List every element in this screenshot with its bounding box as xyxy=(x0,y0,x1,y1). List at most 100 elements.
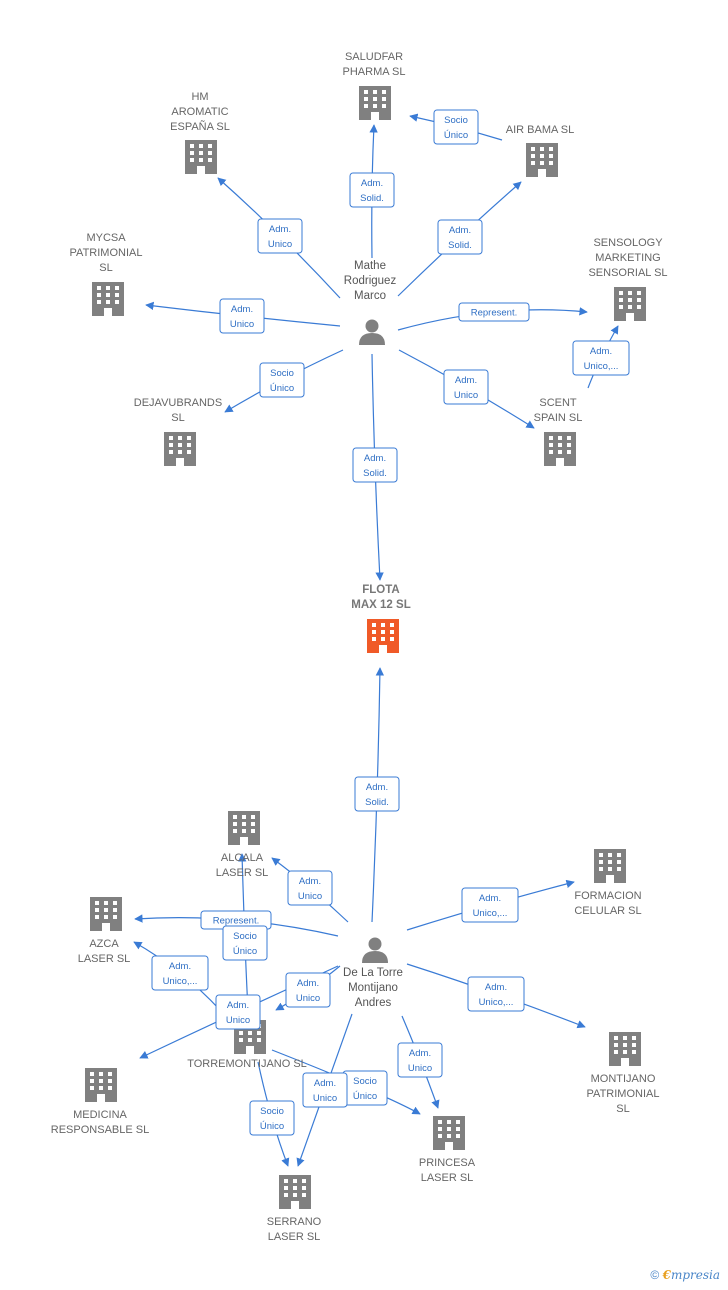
building-icon xyxy=(526,143,558,177)
role-text: Unico xyxy=(454,390,478,401)
role-label-delatorre-to-formacion[interactable]: Adm.Unico,... xyxy=(461,887,519,923)
role-label-scent-to-sensology[interactable]: Adm.Unico,... xyxy=(572,340,630,376)
node-medicina[interactable]: MEDICINA RESPONSABLE SL xyxy=(51,1068,149,1136)
node-label-sensology: SENSOLOGY xyxy=(593,237,663,249)
role-text: Adm. xyxy=(479,893,501,904)
role-text: Único xyxy=(353,1091,377,1102)
node-label-medicina: MEDICINA xyxy=(73,1109,127,1121)
node-label-alcala: LASER SL xyxy=(216,867,269,879)
node-label-airbama: AIR BAMA SL xyxy=(506,124,574,136)
role-label-delatorre-to-princesa[interactable]: Adm. Unico xyxy=(397,1042,443,1078)
node-label-dejavu: SL xyxy=(171,412,184,424)
role-text: Adm. xyxy=(314,1078,336,1089)
node-label-flota: FLOTA xyxy=(362,584,399,596)
role-text: Solid. xyxy=(363,468,387,479)
role-text: Adm. xyxy=(299,876,321,887)
building-icon xyxy=(433,1116,465,1150)
role-text: Represent. xyxy=(213,916,259,927)
role-text: Socio xyxy=(444,115,468,126)
role-label-mathe-to-scent[interactable]: Adm. Unico xyxy=(443,369,489,405)
building-icon xyxy=(228,811,260,845)
node-label-sensology: SENSORIAL SL xyxy=(588,267,667,279)
node-label-mycsa: MYCSA xyxy=(86,232,126,244)
role-label-mathe-to-sensology[interactable]: Represent. xyxy=(458,302,530,322)
node-airbama[interactable]: AIR BAMA SL xyxy=(506,124,574,177)
node-label-formacion: CELULAR SL xyxy=(574,905,641,917)
node-label-mathe: Mathe xyxy=(354,260,386,272)
building-icon xyxy=(90,897,122,931)
person-icon xyxy=(359,319,385,345)
role-text: Unico,... xyxy=(479,997,514,1008)
role-label-mathe-to-saludfar[interactable]: Adm.Solid. xyxy=(349,172,395,208)
node-label-medicina: RESPONSABLE SL xyxy=(51,1124,149,1136)
node-label-mathe: Rodriguez xyxy=(344,275,397,287)
role-label-mathe-to-mycsa[interactable]: Adm.Unico xyxy=(219,298,265,334)
role-text: Único xyxy=(260,1121,284,1132)
role-text: Unico xyxy=(408,1063,432,1074)
role-text: Represent. xyxy=(471,308,517,319)
node-torremontijano[interactable]: TORREMONTIJANO SL xyxy=(187,1020,307,1070)
building-icon xyxy=(279,1175,311,1209)
node-label-montijano: MONTIJANO xyxy=(591,1073,656,1085)
role-text: Unico xyxy=(298,891,322,902)
role-text: Adm. xyxy=(361,178,383,189)
building-icon xyxy=(85,1068,117,1102)
role-label-delatorre-to-medicina[interactable]: Adm.Unico xyxy=(215,994,261,1030)
role-label-delatorre-to-serrano[interactable]: Adm.Unico xyxy=(302,1072,348,1108)
roles-layer: Adm.Solid.SocioÚnicoAdm.UnicoAdm.Solid.A… xyxy=(151,109,630,1136)
building-icon xyxy=(614,287,646,321)
building-icon xyxy=(185,140,217,174)
node-label-serrano: SERRANO xyxy=(267,1216,322,1228)
role-text: Adm. xyxy=(169,961,191,972)
role-label-torremontijano-to-azca[interactable]: Adm.Unico,... xyxy=(151,955,209,991)
node-princesa[interactable]: PRINCESA LASER SL xyxy=(419,1116,476,1184)
role-label-delatorre-to-torremontijano[interactable]: Adm.Unico xyxy=(285,972,331,1008)
node-label-princesa: PRINCESA xyxy=(419,1157,476,1169)
role-text: Socio xyxy=(270,368,294,379)
building-icon xyxy=(164,432,196,466)
node-label-princesa: LASER SL xyxy=(421,1172,474,1184)
role-label-mathe-to-hm[interactable]: Adm.Unico xyxy=(257,218,303,254)
node-label-azca: AZCA xyxy=(89,938,119,950)
node-label-montijano: SL xyxy=(616,1103,629,1115)
building-icon xyxy=(544,432,576,466)
node-label-delatorre: De La Torre xyxy=(343,967,403,979)
role-text: Adm. xyxy=(409,1048,431,1059)
node-label-mathe: Marco xyxy=(354,290,386,302)
role-text: Adm. xyxy=(366,782,388,793)
node-label-delatorre: Andres xyxy=(355,997,392,1009)
role-label-mathe-to-airbama[interactable]: Adm.Solid. xyxy=(437,219,483,255)
node-label-hm: AROMATIC xyxy=(171,106,228,118)
role-label-delatorre-to-montijano[interactable]: Adm.Unico,... xyxy=(467,976,525,1012)
footer-brand[interactable]: © €mpresia xyxy=(650,1268,720,1282)
node-label-mycsa: PATRIMONIAL xyxy=(70,247,143,259)
role-text: Adm. xyxy=(590,346,612,357)
role-label-delatorre-to-alcala[interactable]: Adm. Unico xyxy=(287,870,333,906)
role-label-delatorre-to-flota[interactable]: Adm.Solid. xyxy=(354,776,400,812)
role-text: Adm. xyxy=(455,375,477,386)
role-text: Unico xyxy=(226,1015,250,1026)
role-label-mathe-to-flota[interactable]: Adm.Solid. xyxy=(352,447,398,483)
role-text: Único xyxy=(233,946,257,957)
